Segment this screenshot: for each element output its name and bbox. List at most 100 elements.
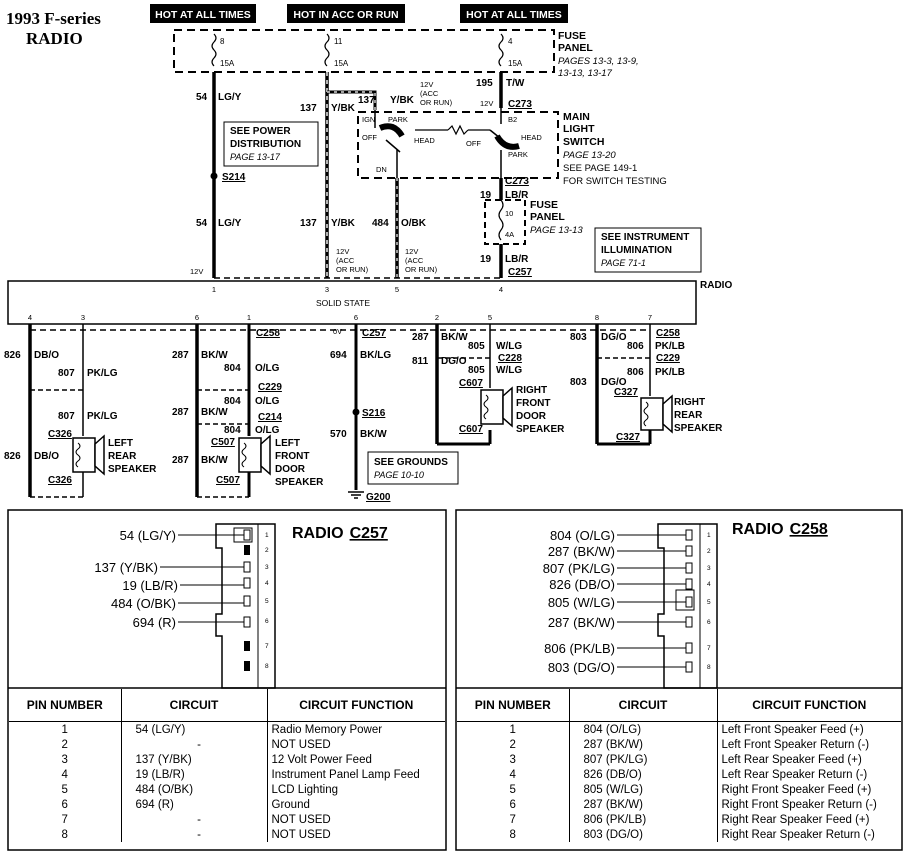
svg-text:SEE PAGE 149-1: SEE PAGE 149-1 <box>563 163 637 174</box>
lower-wires <box>28 324 652 498</box>
svg-text:BK/W: BK/W <box>441 332 468 343</box>
fuse-11: 11 15A <box>324 33 349 68</box>
circuit-function-cell: Left Front Speaker Feed (+) <box>721 723 864 736</box>
svg-text:LB/R: LB/R <box>505 190 529 201</box>
svg-text:287: 287 <box>412 332 429 343</box>
svg-text:O/LG: O/LG <box>255 425 280 436</box>
svg-text:804: 804 <box>224 425 241 436</box>
svg-text:PAGE 10-10: PAGE 10-10 <box>374 470 424 480</box>
svg-text:W/LG: W/LG <box>496 365 522 376</box>
svg-text:8: 8 <box>265 663 269 670</box>
svg-text:807 (PK/LG): 807 (PK/LG) <box>543 561 615 576</box>
svg-text:826: 826 <box>4 350 21 361</box>
svg-text:570: 570 <box>330 429 347 440</box>
svg-text:(ACC: (ACC <box>405 256 424 265</box>
svg-text:287: 287 <box>172 350 189 361</box>
circuit-cell: 287 (BK/W) <box>569 797 718 812</box>
svg-text:B2: B2 <box>508 115 517 124</box>
column-header-circuit: CIRCUIT <box>121 689 268 722</box>
svg-text:C228: C228 <box>498 353 522 364</box>
splice-s216-dot <box>352 408 360 416</box>
svg-text:PAGES 13-3, 13-9,: PAGES 13-3, 13-9, <box>558 56 639 67</box>
svg-text:12V: 12V <box>336 247 349 256</box>
svg-text:DOOR: DOOR <box>275 464 306 475</box>
svg-text:C327: C327 <box>614 387 638 398</box>
pin-number-cell: 5 <box>457 782 570 797</box>
svg-text:12V: 12V <box>190 267 203 276</box>
svg-text:HEAD: HEAD <box>414 136 435 145</box>
svg-text:19: 19 <box>480 190 492 201</box>
svg-text:C258: C258 <box>256 328 280 339</box>
c257-pins: 1 2 3 4 5 6 7 8 <box>243 529 269 671</box>
radio-module <box>7 280 697 325</box>
svg-text:5: 5 <box>265 598 269 605</box>
pin-number-cell: 3 <box>457 752 570 767</box>
svg-text:4A: 4A <box>505 230 514 239</box>
pin-number-cell: 8 <box>457 827 570 842</box>
svg-text:826: 826 <box>4 451 21 462</box>
svg-text:HEAD: HEAD <box>521 133 542 142</box>
svg-text:G200: G200 <box>366 492 391 503</box>
svg-text:SEE INSTRUMENT: SEE INSTRUMENT <box>601 232 689 243</box>
svg-text:3: 3 <box>265 564 269 571</box>
wire-labels-top: 54 LG/Y 54 LG/Y 137 Y/BK 137 Y/BK 137 Y/… <box>196 78 529 265</box>
svg-text:PANEL: PANEL <box>558 42 593 54</box>
connector-c273-bottom: C273 <box>505 176 529 187</box>
svg-text:3: 3 <box>325 285 329 294</box>
svg-text:PK/LG: PK/LG <box>87 411 118 422</box>
circuit-function-cell: NOT USED <box>271 738 331 751</box>
fuse-4: 4 15A <box>498 33 523 68</box>
circuit-function-cell: LCD Lighting <box>271 783 338 796</box>
main-light-switch-box <box>357 111 559 179</box>
svg-text:807: 807 <box>58 368 75 379</box>
svg-text:PK/LB: PK/LB <box>655 367 685 378</box>
svg-text:LG/Y: LG/Y <box>218 92 242 103</box>
svg-text:BK/W: BK/W <box>201 407 228 418</box>
pin-number-cell: 3 <box>9 752 122 767</box>
circuit-cell: 803 (DG/O) <box>569 827 718 842</box>
voltage-notes: 12V (ACC OR RUN) 12V 12V 12V (ACC OR RUN… <box>190 80 493 336</box>
main-light-switch-internals <box>374 108 520 178</box>
svg-text:BK/W: BK/W <box>360 429 387 440</box>
svg-text:484 (O/BK): 484 (O/BK) <box>111 596 176 611</box>
svg-text:PK/LG: PK/LG <box>87 368 118 379</box>
svg-text:OR RUN): OR RUN) <box>336 265 369 274</box>
power-label-1: HOT AT ALL TIMES <box>150 4 256 23</box>
c258-panel <box>455 509 903 851</box>
circuit-function-cell: Right Rear Speaker Feed (+) <box>721 813 870 826</box>
svg-text:BK/W: BK/W <box>201 455 228 466</box>
pin-number-cell: 6 <box>457 797 570 812</box>
svg-text:804: 804 <box>224 396 241 407</box>
svg-text:15A: 15A <box>220 59 235 68</box>
svg-text:694: 694 <box>330 350 347 361</box>
svg-text:13-13, 13-17: 13-13, 13-17 <box>558 68 613 79</box>
pin-number-cell: 8 <box>9 827 122 842</box>
power-label-3: HOT AT ALL TIMES <box>460 4 568 23</box>
pin-number-cell: 4 <box>457 767 570 782</box>
svg-text:4: 4 <box>28 313 32 322</box>
svg-text:137: 137 <box>300 103 317 114</box>
fuse-panel2-label: FUSE PANEL PAGE 13-13 <box>530 199 583 236</box>
power-label-2: HOT IN ACC OR RUN <box>287 4 405 23</box>
radio-top-pins: 1 3 5 4 <box>212 285 503 294</box>
column-header-circuit-function: CIRCUIT FUNCTION <box>267 689 445 722</box>
svg-text:805: 805 <box>468 341 485 352</box>
svg-text:OFF: OFF <box>466 139 481 148</box>
circuit-cell: 826 (DB/O) <box>569 767 718 782</box>
circuit-cell: - <box>121 737 268 752</box>
circuit-function-cell: 12 Volt Power Feed <box>271 753 372 766</box>
radio-label: RADIO <box>700 280 732 291</box>
svg-text:6: 6 <box>195 313 199 322</box>
svg-text:806 (PK/LB): 806 (PK/LB) <box>544 641 615 656</box>
svg-text:7: 7 <box>707 645 711 652</box>
svg-text:S216: S216 <box>362 408 386 419</box>
svg-text:PAGE 13-13: PAGE 13-13 <box>530 225 583 236</box>
